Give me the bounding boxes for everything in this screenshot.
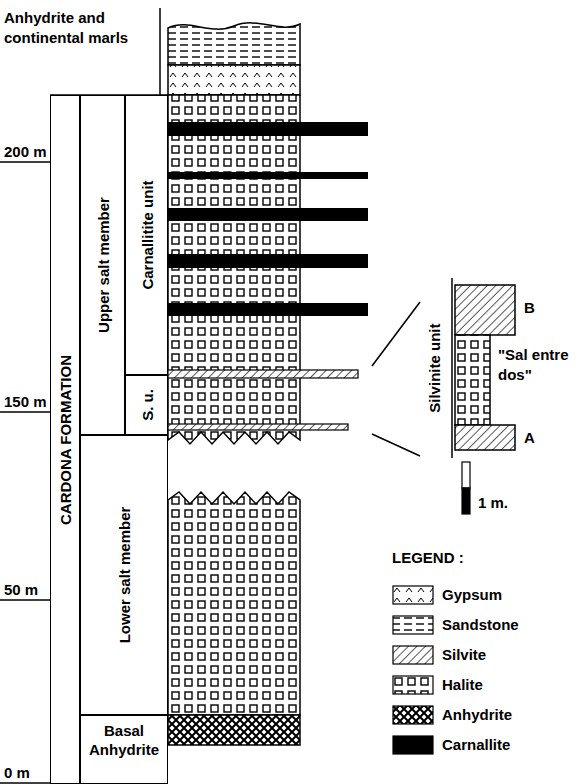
unit-label: Silvinite unit [426, 323, 446, 412]
depth-label: 0 m [4, 763, 30, 783]
member-box: Basal Anhydrite [80, 715, 168, 784]
legend-swatch [392, 705, 434, 725]
member-box: Upper salt member [80, 95, 125, 435]
legend-label: Halite [442, 676, 483, 693]
legend-label: Silvite [442, 646, 486, 663]
member-box: Lower salt member [80, 435, 168, 715]
legend-swatch [392, 675, 434, 695]
unit-box: Carnallitite unit [125, 95, 168, 375]
level-label: B [524, 298, 535, 318]
unit-name: Carnallitite unit [138, 180, 155, 289]
unit-name: Lower salt member [116, 507, 133, 644]
legend-label: Anhydrite [442, 706, 512, 723]
legend-swatch [392, 735, 434, 755]
legend-label: Carnallite [442, 736, 510, 753]
unit-label: "Sal entre dos" [498, 345, 570, 386]
legend-label: Sandstone [442, 616, 519, 633]
unit-name: Upper salt member [94, 197, 111, 333]
unit-name: S. u. [138, 389, 155, 421]
depth-label: 50 m [4, 580, 38, 600]
depth-label: 200 m [4, 142, 47, 162]
scale-label: 1 m. [478, 493, 508, 513]
unit-name: Basal Anhydrite [81, 716, 167, 766]
unit-name: CARDONA FORMATION [57, 355, 74, 525]
level-label: A [524, 428, 535, 448]
legend-swatch [392, 585, 434, 605]
formation-box: CARDONA FORMATION [50, 95, 80, 784]
legend-swatch [392, 645, 434, 665]
depth-label: 150 m [4, 392, 47, 412]
legend-label: Gypsum [442, 586, 502, 603]
legend-swatch [392, 615, 434, 635]
unit-box: S. u. [125, 375, 168, 435]
legend-title: LEGEND : [392, 548, 464, 568]
unit-label: Anhydrite and continental marls [4, 8, 154, 49]
